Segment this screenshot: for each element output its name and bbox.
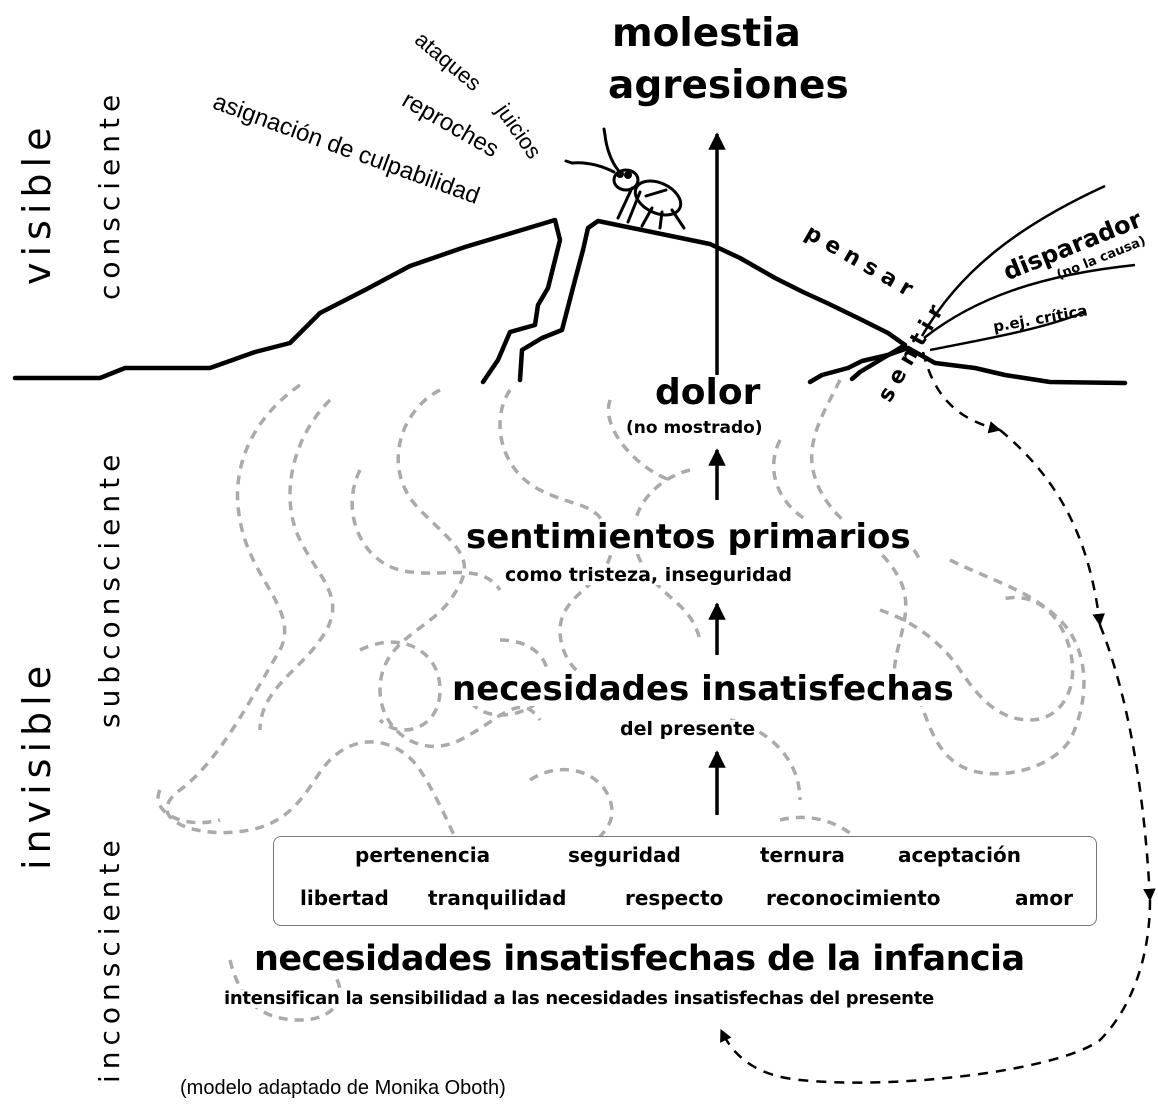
need-respecto: respecto [625, 886, 724, 910]
feedback-loop [719, 351, 1156, 1084]
need-ternura: ternura [760, 843, 845, 867]
beetle-illustration [564, 127, 686, 230]
need-aceptacion: aceptación [898, 843, 1021, 867]
mountain-outline [12, 217, 1128, 386]
need-amor: amor [1015, 886, 1073, 910]
trigger-lines [920, 184, 1136, 352]
chain-sentimientos-sub: como tristeza, inseguridad [505, 564, 793, 586]
need-tranquilidad: tranquilidad [428, 886, 567, 910]
need-libertad: libertad [300, 886, 389, 910]
chain-necesidades-sub: del presente [620, 718, 756, 740]
label-visible: visible [15, 121, 59, 285]
needs-box [273, 836, 1097, 926]
label-inconsciente: inconsciente [93, 834, 126, 1083]
label-subconsciente: subconsciente [93, 448, 126, 728]
chain-dolor: dolor [655, 372, 761, 413]
chain-sentimientos: sentimientos primarios [466, 517, 911, 557]
top-agresiones: agresiones [608, 63, 849, 108]
label-invisible: invisible [15, 659, 59, 870]
infancia-title: necesidades insatisfechas de la infancia [254, 939, 1025, 979]
infancia-sub: intensifican la sensibilidad a las neces… [224, 988, 934, 1009]
credit-text: (modelo adaptado de Monika Oboth) [180, 1077, 506, 1099]
chain-necesidades: necesidades insatisfechas [452, 669, 954, 709]
need-seguridad: seguridad [568, 843, 681, 867]
label-consciente: consciente [93, 88, 126, 300]
top-molestia: molestia [612, 11, 801, 56]
chain-dolor-sub: (no mostrado) [626, 418, 763, 438]
need-reconocimiento: reconocimiento [766, 886, 941, 910]
need-pertenencia: pertenencia [355, 843, 491, 867]
